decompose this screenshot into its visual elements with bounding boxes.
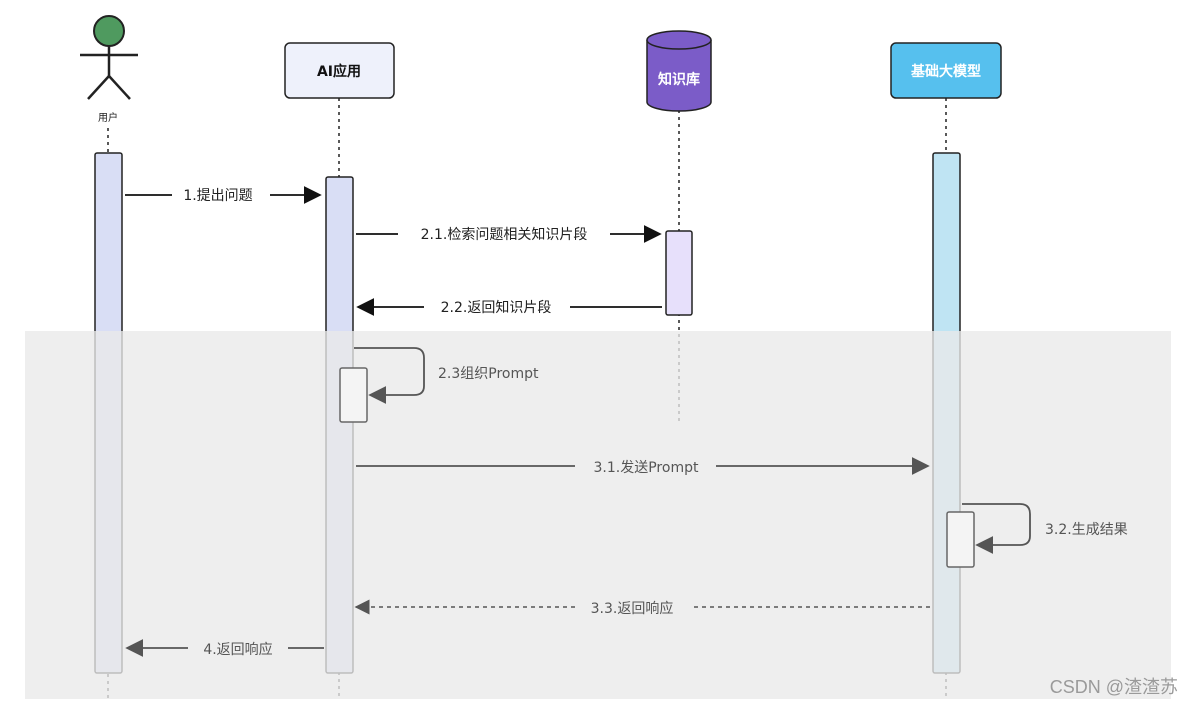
message-2-1-label: 2.1.检索问题相关知识片段 bbox=[421, 226, 588, 243]
highlight-band bbox=[25, 331, 1171, 699]
ai-app-box bbox=[284, 42, 395, 99]
message-3-2-label: 3.2.生成结果 bbox=[1045, 522, 1128, 538]
ai-app-label: AI应用 bbox=[317, 63, 361, 80]
message-3-3-label: 3.3.返回响应 bbox=[591, 600, 674, 617]
user-actor-icon bbox=[80, 15, 138, 100]
message-2-3-arrow bbox=[354, 347, 425, 404]
llm-self-activation bbox=[946, 511, 975, 568]
message-2-2-label: 2.2.返回知识片段 bbox=[441, 299, 552, 316]
message-1-label: 1.提出问题 bbox=[183, 188, 252, 204]
llm-label: 基础大模型 bbox=[911, 63, 981, 80]
knowledge-base-label: 知识库 bbox=[658, 71, 700, 88]
knowledge-base-database-icon bbox=[646, 30, 712, 112]
message-3-1-label: 3.1.发送Prompt bbox=[594, 460, 699, 476]
message-4-label: 4.返回响应 bbox=[203, 641, 272, 658]
ai-app-self-activation bbox=[339, 367, 368, 423]
message-3-2-arrow bbox=[962, 503, 1031, 554]
llm-box bbox=[890, 42, 1002, 99]
message-2-3-label: 2.3组织Prompt bbox=[438, 366, 539, 382]
user-label: 用户 bbox=[98, 111, 118, 124]
watermark: CSDN @渣渣苏 bbox=[1050, 677, 1178, 697]
knowledge-base-activation-bar bbox=[665, 230, 693, 316]
